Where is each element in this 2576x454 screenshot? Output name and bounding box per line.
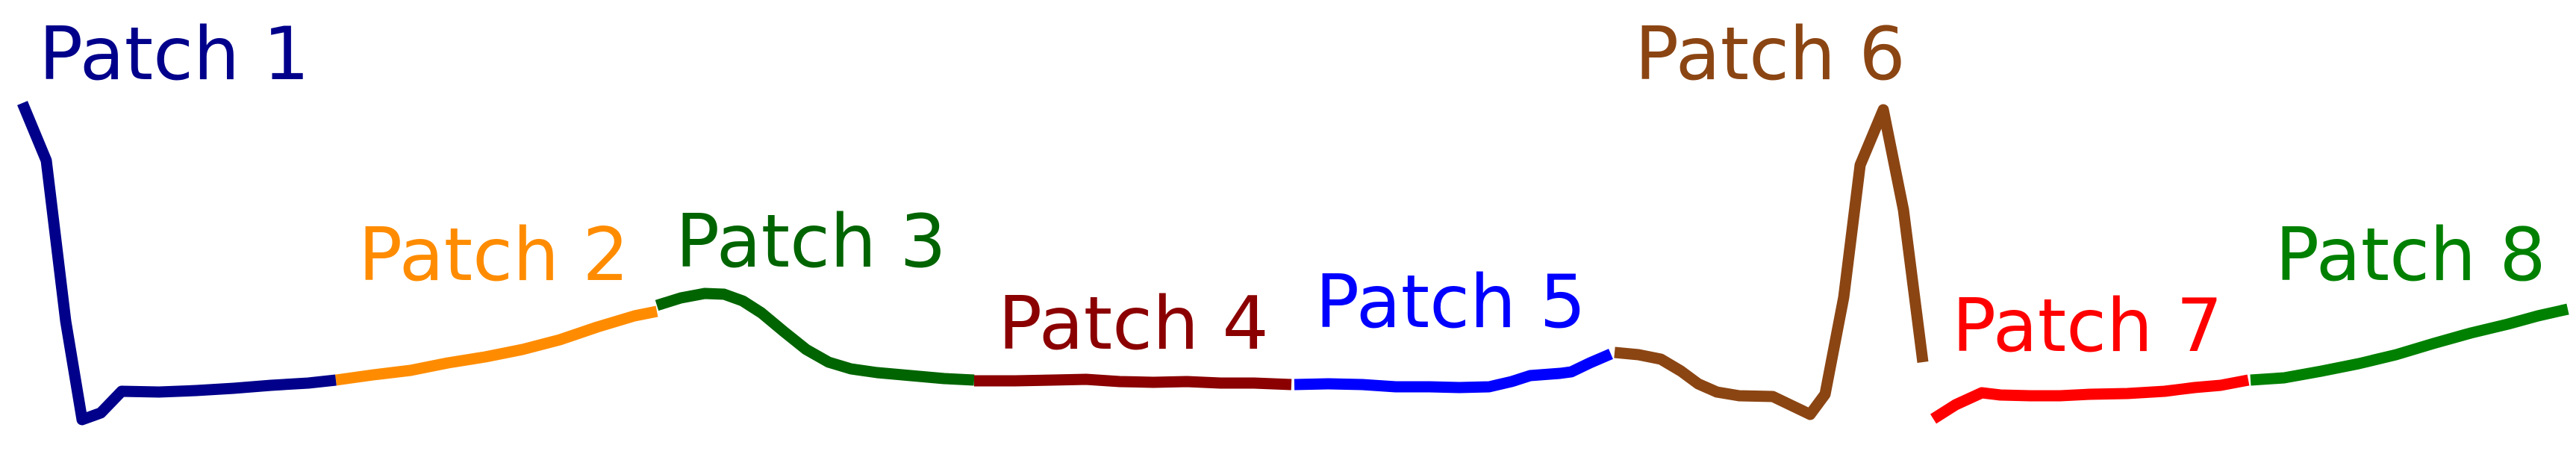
patch-8-label: Patch 8: [2275, 213, 2546, 298]
patch-3-line: [655, 287, 975, 386]
patch-4: Patch 4: [974, 282, 1292, 391]
patch-6-line: [1614, 104, 1929, 420]
patch-7-line: [1930, 374, 2250, 424]
patch-1-line: [17, 101, 337, 426]
patch-5-label: Patch 5: [1315, 260, 1586, 345]
patch-6-label: Patch 6: [1635, 12, 1906, 97]
patch-8: Patch 8: [2250, 213, 2569, 386]
patch-2-label: Patch 2: [358, 213, 629, 298]
patch-1-label: Patch 1: [39, 12, 310, 97]
patch-5-line: [1294, 349, 1613, 394]
patch-7: Patch 7: [1930, 284, 2250, 424]
patch-6: Patch 6: [1614, 12, 1929, 420]
patch-1: Patch 1: [17, 12, 337, 426]
patch-5: Patch 5: [1294, 260, 1613, 394]
patch-3: Patch 3: [655, 199, 975, 386]
patch-4-line: [974, 373, 1292, 391]
patch-2-line: [334, 305, 658, 386]
patch-2: Patch 2: [334, 213, 658, 386]
patch-3-label: Patch 3: [676, 199, 946, 284]
patch-8-line: [2250, 303, 2569, 386]
patch-4-label: Patch 4: [998, 282, 1269, 367]
patch-7-label: Patch 7: [1952, 284, 2223, 369]
